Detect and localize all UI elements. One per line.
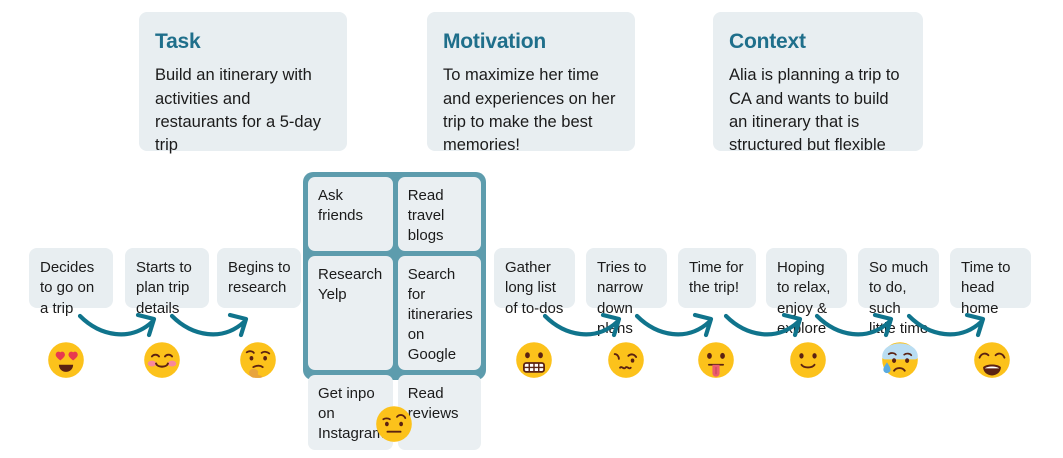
slightly-smiling-face-emoji bbox=[789, 341, 827, 379]
research-cell-label: Get inpo on Instagram bbox=[318, 385, 385, 442]
journey-step-label: So much to do, such little time bbox=[869, 259, 929, 337]
journey-step-label: Decides to go on a trip bbox=[40, 259, 95, 317]
journey-step-time-to-head-home: Time to head home bbox=[950, 248, 1031, 317]
weary-tired-face-emoji bbox=[973, 341, 1011, 379]
journey-step-label: Gather long list of to-dos bbox=[505, 259, 564, 317]
woozy-face-emoji bbox=[607, 341, 645, 379]
research-cell-label: Search for itineraries on Google bbox=[407, 266, 473, 363]
research-cell-label: Read reviews bbox=[407, 385, 459, 423]
research-cell-read-travel-blogs: Read travel blogs bbox=[397, 177, 481, 252]
anxious-face-with-sweat-emoji bbox=[881, 341, 919, 379]
journey-step-hoping-to-relax-enjoy-explore: Hoping to relax, enjoy & explore bbox=[766, 248, 847, 337]
journey-step-so-much-to-do-such-little-time: So much to do, such little time bbox=[858, 248, 939, 337]
smiling-face-with-smiling-eyes-blush-emoji bbox=[143, 341, 181, 379]
thinking-face-emoji bbox=[239, 341, 277, 379]
info-card-title: Task bbox=[155, 30, 201, 53]
face-with-raised-eyebrow-emoji bbox=[375, 405, 413, 443]
journey-step-begins-to-research: Begins to research bbox=[217, 248, 301, 308]
face-with-tongue-emoji bbox=[697, 341, 735, 379]
journey-step-decides-to-go-on-a-trip: Decides to go on a trip bbox=[29, 248, 113, 317]
research-activities-group: Ask friends Read travel blogs Research Y… bbox=[303, 172, 486, 450]
grimacing-face-emoji bbox=[515, 341, 553, 379]
research-cell-label: Research Yelp bbox=[318, 266, 383, 304]
research-cell-label: Read travel blogs bbox=[407, 187, 445, 244]
info-card-motivation: Motivation To maximize her time and expe… bbox=[427, 12, 635, 154]
journey-step-label: Begins to research bbox=[228, 259, 291, 297]
research-cell-label: Ask friends bbox=[318, 187, 364, 224]
journey-step-label: Time to head home bbox=[961, 259, 1011, 317]
info-card-task: Task Build an itinerary with activities … bbox=[139, 12, 347, 154]
research-cell-research-yelp: Research Yelp bbox=[308, 256, 393, 371]
research-cell-ask-friends: Ask friends bbox=[308, 177, 393, 252]
info-card-title: Context bbox=[729, 30, 806, 53]
curved-arrow-right-icon bbox=[172, 315, 246, 335]
info-card-body: Build an itinerary with activities and r… bbox=[155, 66, 321, 155]
journey-step-label: Tries to narrow down plans bbox=[597, 259, 647, 337]
journey-step-starts-to-plan-trip-details: Starts to plan trip details bbox=[125, 248, 209, 317]
research-cell-get-inpo-on-instagram: Get inpo on Instagram bbox=[308, 375, 393, 450]
info-card-context: Context Alia is planning a trip to CA an… bbox=[713, 12, 923, 154]
smiling-face-with-heart-eyes-emoji bbox=[47, 341, 85, 379]
research-cell-search-for-itineraries-on-google: Search for itineraries on Google bbox=[397, 256, 481, 371]
journey-step-label: Hoping to relax, enjoy & explore bbox=[777, 259, 831, 337]
info-card-body: To maximize her time and experiences on … bbox=[443, 66, 616, 155]
journey-step-label: Starts to plan trip details bbox=[136, 259, 192, 317]
research-cell-read-reviews: Read reviews bbox=[397, 375, 481, 450]
journey-step-label: Time for the trip! bbox=[689, 259, 744, 297]
journey-step-tries-to-narrow-down-plans: Tries to narrow down plans bbox=[586, 248, 667, 337]
journey-step-time-for-the-trip: Time for the trip! bbox=[678, 248, 756, 308]
journey-step-gather-long-list-of-to-dos: Gather long list of to-dos bbox=[494, 248, 575, 317]
curved-arrow-right-icon bbox=[637, 315, 711, 335]
info-card-body: Alia is planning a trip to CA and wants … bbox=[729, 66, 900, 155]
info-card-title: Motivation bbox=[443, 30, 546, 53]
